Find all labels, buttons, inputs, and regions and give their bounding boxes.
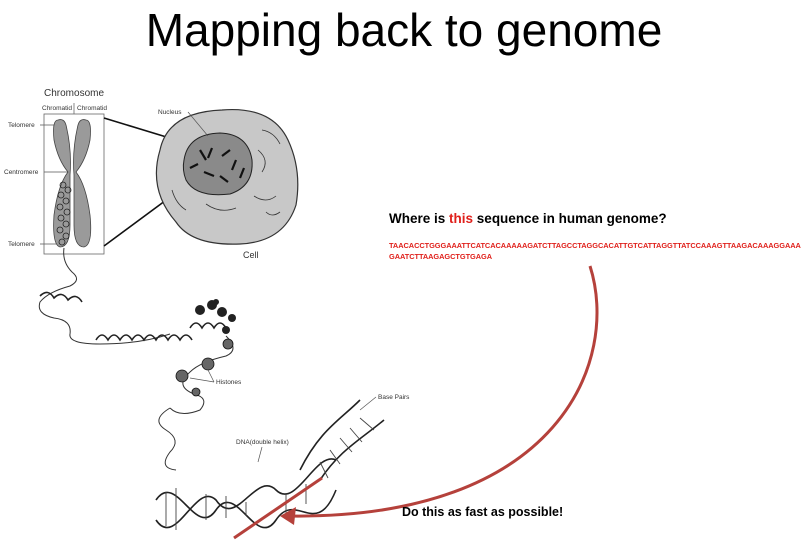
chromatid-left-label: Chromatid (42, 105, 72, 112)
question-text: Where is this sequence in human genome? (389, 211, 667, 226)
coiled-chromatin (56, 181, 72, 246)
dna-double-helix (155, 399, 385, 529)
nucleus-label: Nucleus (158, 109, 182, 116)
telomere-top-label: Telomere (8, 122, 35, 129)
chromatin-strand (38, 247, 171, 345)
base-pairs-label: Base Pairs (378, 394, 410, 401)
cell-label: Cell (243, 250, 259, 260)
query-sequence: TAACACCTGGGAAATTCATCACAAAAAGATCTTAGCCTAG… (389, 241, 801, 261)
slide-title: Mapping back to genome (145, 4, 663, 56)
histones-label: Histones (216, 379, 242, 386)
telomere-bottom-label: Telomere (8, 241, 35, 248)
chromosome-box (43, 113, 105, 255)
mapping-arrow (287, 265, 599, 518)
centromere-label: Centromere (4, 169, 39, 176)
dna-label: DNA(double helix) (236, 439, 289, 446)
chromosome-label: Chromosome (44, 88, 104, 99)
chromatid-right-label: Chromatid (77, 105, 107, 112)
arrow-head (280, 507, 296, 525)
mapping-position-mark (233, 476, 323, 540)
question-highlight: this (449, 211, 474, 226)
nucleus (182, 132, 253, 196)
base-pair-rungs (165, 417, 375, 530)
solenoid-fiber (39, 291, 227, 342)
chromatid-right (73, 119, 92, 248)
speed-caption: Do this as fast as possible! (402, 505, 564, 519)
